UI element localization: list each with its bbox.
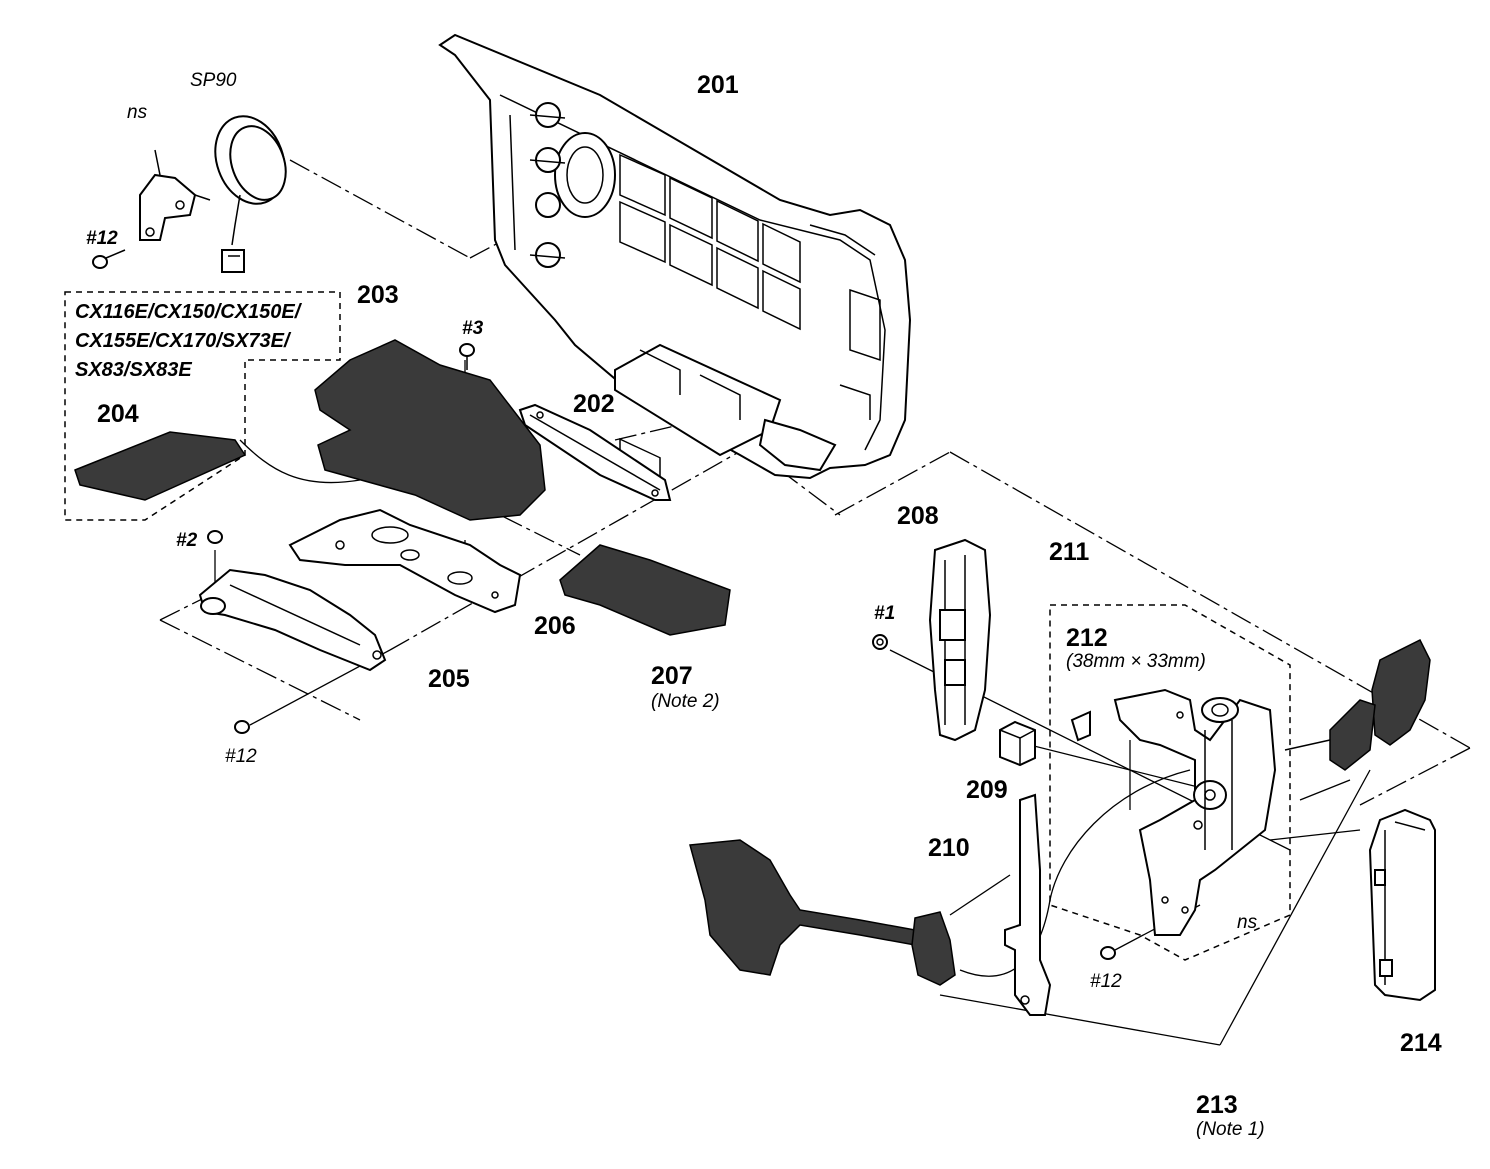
- part-201-cabinet-frame: [438, 33, 912, 499]
- part-211-hinge-assembly-box: [1049, 604, 1291, 961]
- label-screw-2: #2: [176, 530, 198, 551]
- part-212-insulator: [1070, 710, 1091, 742]
- label-202: 202: [573, 390, 615, 418]
- model-variant-box: [64, 291, 341, 521]
- label-ns-speaker: ns: [127, 102, 148, 123]
- screw-3: [459, 343, 475, 370]
- label-214: 214: [1400, 1029, 1442, 1057]
- part-hinge-assembly: [1113, 688, 1277, 936]
- label-ns-hinge: ns: [1237, 912, 1258, 933]
- label-212: 212: [1066, 624, 1108, 652]
- label-screw-12-bottom-left: #12: [225, 746, 257, 767]
- label-sp90: SP90: [190, 70, 237, 91]
- label-screw-12-hinge: #12: [1090, 971, 1122, 992]
- model-variant-text: CX116E/CX150/CX150E/ CX155E/CX170/SX73E/…: [75, 298, 300, 385]
- screw-12-top-left: [92, 249, 126, 269]
- label-208: 208: [897, 502, 939, 530]
- label-207: 207: [651, 662, 693, 690]
- label-209: 209: [966, 776, 1008, 804]
- part-204-board: [74, 431, 247, 501]
- label-screw-1: #1: [874, 603, 896, 624]
- part-sp90-speaker: [214, 115, 287, 273]
- part-ns-bracket-speaker: [139, 149, 211, 241]
- note-207: (Note 2): [651, 691, 720, 712]
- model-line-2: CX155E/CX170/SX73E/: [75, 330, 290, 352]
- screw-12-hinge: [1100, 946, 1116, 960]
- part-209-block: [999, 720, 1036, 767]
- part-210-bracket: [1004, 793, 1052, 1016]
- note-213: (Note 1): [1196, 1119, 1265, 1140]
- part-207-board: [559, 544, 731, 636]
- label-206: 206: [534, 612, 576, 640]
- part-213-flex-upper: [1284, 638, 1431, 771]
- note-212: (38mm × 33mm): [1066, 651, 1206, 672]
- label-204: 204: [97, 400, 139, 428]
- part-214-side-cover: [1368, 808, 1436, 1002]
- label-211: 211: [1049, 538, 1090, 566]
- part-205-frame: [198, 568, 387, 672]
- part-213-flex-lower: [689, 839, 956, 986]
- screw-12-bottom-left: [234, 720, 250, 734]
- label-201: 201: [697, 71, 739, 99]
- model-line-1: CX116E/CX150/CX150E/: [75, 301, 301, 323]
- part-206-bracket: [288, 508, 522, 614]
- screw-1: [872, 634, 888, 650]
- part-208-bracket: [928, 538, 992, 742]
- screw-2: [207, 530, 223, 544]
- label-210: 210: [928, 834, 970, 862]
- part-203-board: [314, 339, 546, 521]
- label-205: 205: [428, 665, 470, 693]
- label-screw-3: #3: [462, 318, 484, 339]
- label-213: 213: [1196, 1091, 1238, 1119]
- part-202-bracket: [518, 403, 672, 501]
- label-203: 203: [357, 281, 399, 309]
- label-screw-12-top-left: #12: [86, 228, 118, 249]
- model-line-3: SX83/SX83E: [75, 359, 192, 381]
